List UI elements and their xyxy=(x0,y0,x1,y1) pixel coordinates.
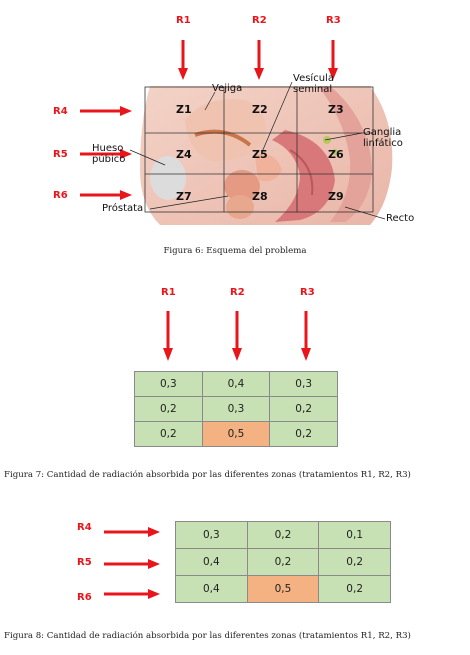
table-row: 0,4 0,2 0,2 xyxy=(175,548,391,576)
label-ganglia-line1: Ganglia xyxy=(363,127,402,138)
table-cell: 0,2 xyxy=(269,421,338,447)
table-cell: 0,2 xyxy=(246,521,320,549)
table-cell: 0,4 xyxy=(175,575,248,603)
table-row: 0,3 0,2 0,1 xyxy=(175,521,391,549)
fig7-ray-label-r3: R3 xyxy=(300,287,315,298)
fig7-ray-label-r1: R1 xyxy=(161,287,176,298)
label-ganglia-line2: linfático xyxy=(363,138,403,149)
ray-label-r6: R6 xyxy=(53,190,68,201)
table-cell: 0,4 xyxy=(201,371,271,397)
table-cell: 0,3 xyxy=(134,371,203,397)
label-hueso-line2: púbico xyxy=(92,154,126,165)
zone-label-z5: Z5 xyxy=(252,148,268,161)
top-arrows xyxy=(178,40,338,80)
label-recto: Recto xyxy=(386,213,415,224)
ray-label-r5: R5 xyxy=(53,149,68,160)
table-cell: 0,2 xyxy=(134,396,203,422)
table-cell: 0,2 xyxy=(318,575,391,603)
table-cell: 0,3 xyxy=(175,521,248,549)
ray-label-r4: R4 xyxy=(53,106,68,117)
ray-label-r2: R2 xyxy=(252,15,267,26)
table-cell: 0,2 xyxy=(246,548,320,576)
fig8-ray-label-r4: R4 xyxy=(77,522,92,533)
table-row: 0,2 0,3 0,2 xyxy=(134,396,338,422)
table-cell: 0,2 xyxy=(269,396,338,422)
ray-label-r3: R3 xyxy=(326,15,341,26)
label-vejiga: Vejiga xyxy=(212,83,243,94)
rectum-shape xyxy=(272,130,335,222)
fig7-absorption-table: 0,3 0,4 0,3 0,2 0,3 0,2 0,2 0,5 0,2 xyxy=(134,371,338,447)
label-vesicula-line1: Vesícula xyxy=(293,73,334,84)
label-prostata: Próstata xyxy=(102,203,144,214)
zone-label-z3: Z3 xyxy=(328,103,344,116)
table-cell: 0,2 xyxy=(318,548,391,576)
table-cell: 0,4 xyxy=(175,548,248,576)
figure-6-caption: Figura 6: Esquema del problema xyxy=(163,246,307,256)
fig7-ray-label-r2: R2 xyxy=(230,287,245,298)
pubic-bone-shape xyxy=(150,156,186,200)
table-row: 0,4 0,5 0,2 xyxy=(175,575,391,603)
label-vesicula-line2: seminal xyxy=(293,84,333,95)
zone-label-z2: Z2 xyxy=(252,103,268,116)
fig8-ray-label-r5: R5 xyxy=(77,557,92,568)
figure-8-caption: Figura 8: Cantidad de radiación absorbid… xyxy=(4,631,411,641)
table-row: 0,3 0,4 0,3 xyxy=(134,371,338,397)
left-arrows xyxy=(80,106,132,200)
fig8-ray-label-r6: R6 xyxy=(77,592,92,603)
zone-label-z4: Z4 xyxy=(176,148,192,161)
zone-label-z8: Z8 xyxy=(252,190,268,203)
table-cell-highlight: 0,5 xyxy=(246,575,320,603)
fig8-absorption-table: 0,3 0,2 0,1 0,4 0,2 0,2 0,4 0,5 0,2 xyxy=(175,521,391,603)
table-row: 0,2 0,5 0,2 xyxy=(134,421,338,447)
label-hueso-line1: Hueso xyxy=(92,143,124,154)
zone-label-z6: Z6 xyxy=(328,148,344,161)
anatomy-illustration xyxy=(80,40,393,225)
table-cell: 0,3 xyxy=(269,371,338,397)
zone-label-z1: Z1 xyxy=(176,103,192,116)
zone-grid xyxy=(144,86,374,213)
prostate-shape xyxy=(224,170,260,202)
table-cell: 0,2 xyxy=(134,421,203,447)
table-cell-highlight: 0,5 xyxy=(201,421,271,447)
figure-7-caption: Figura 7: Cantidad de radiación absorbid… xyxy=(4,470,411,480)
table-cell: 0,1 xyxy=(318,521,391,549)
zone-label-z9: Z9 xyxy=(328,190,344,203)
bladder-shape xyxy=(185,99,266,162)
ray-label-r1: R1 xyxy=(176,15,191,26)
zone-label-z7: Z7 xyxy=(176,190,192,203)
table-cell: 0,3 xyxy=(201,396,271,422)
